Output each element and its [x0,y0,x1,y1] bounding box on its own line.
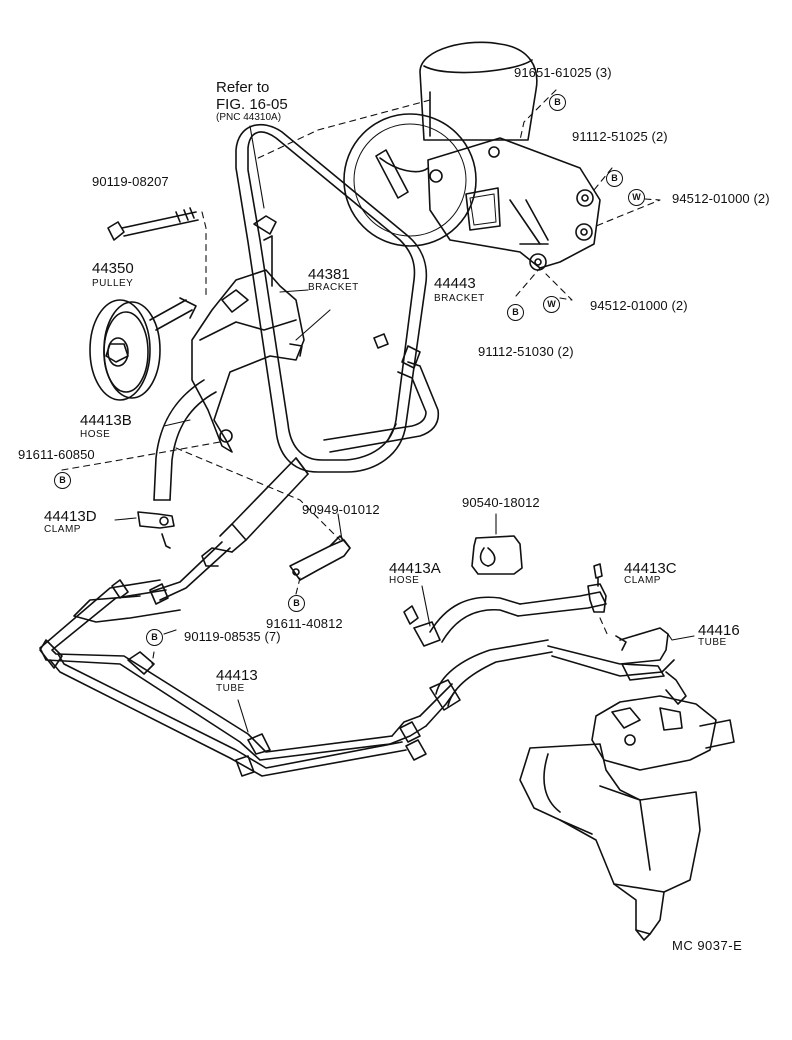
label-44416: 44416 [698,622,740,639]
label-91112-51025: 91112-51025 (2) [572,129,668,144]
pump-reservoir [343,41,538,247]
bolt-marker-icon: B [549,94,566,111]
caption-hose-44413A: HOSE [389,575,420,586]
label-90119-08535: 90119-08535 (7) [184,629,281,644]
bracket-44443 [427,137,601,271]
bolt-marker-icon: B [507,304,524,321]
pulley-44350 [89,297,197,401]
clamp-44413D [137,511,175,549]
reference-line-1: Refer to [216,79,270,96]
tube-44413 [39,541,457,777]
steering-gearbox [519,695,735,941]
label-91112-51030: 91112-51030 (2) [478,344,574,359]
label-90540-18012: 90540-18012 [462,495,540,510]
washer-marker-icon: W [628,189,645,206]
label-94512-01000-a: 94512-01000 (2) [672,191,770,206]
bolt-marker-icon: B [54,472,71,489]
caption-bracket-44443: BRACKET [434,293,485,304]
label-44443: 44443 [434,275,476,292]
bolt-marker-icon: B [288,595,305,612]
caption-clamp-44413C: CLAMP [624,575,661,586]
label-44413: 44413 [216,667,258,684]
caption-pulley: PULLEY [92,278,134,289]
caption-bracket-44381: BRACKET [308,282,359,293]
diagram-code: MC 9037-E [672,938,743,953]
grommet-90540-18012 [471,535,523,575]
hose-44413A [403,591,607,711]
label-44413B: 44413B [80,412,132,429]
label-44413C: 44413C [624,560,677,577]
label-94512-01000-b: 94512-01000 (2) [590,298,688,313]
label-90949-01012: 90949-01012 [302,502,380,517]
label-91651-61025: 91651-61025 (3) [514,65,612,80]
caption-tube-44413: TUBE [216,683,245,694]
label-90119-08207: 90119-08207 [92,174,169,189]
pressure-hose-sleeve [201,457,309,567]
bolt-marker-icon: B [146,629,163,646]
washer-marker-icon: W [543,296,560,313]
caption-clamp-44413D: CLAMP [44,524,81,535]
tube-44416 [547,627,687,705]
hose-44413B [153,379,217,501]
label-44413A: 44413A [389,560,441,577]
label-44381: 44381 [308,266,350,283]
caption-hose-44413B: HOSE [80,429,111,440]
label-44350: 44350 [92,260,134,277]
clamp-44413C [587,563,607,613]
bolt-90119-08207 [107,207,199,241]
label-44413D: 44413D [44,508,97,525]
return-hose [323,333,440,453]
label-91611-60850: 91611-60850 [18,447,95,462]
bolt-marker-icon: B [606,170,623,187]
label-91611-40812: 91611-40812 [266,616,343,631]
caption-tube-44416: TUBE [698,637,727,648]
bracket-90949-01012 [289,535,351,581]
reference-line-3: (PNC 44310A) [216,112,282,123]
reference-line-2: FIG. 16-05 [216,96,288,113]
drive-belt [235,123,428,473]
